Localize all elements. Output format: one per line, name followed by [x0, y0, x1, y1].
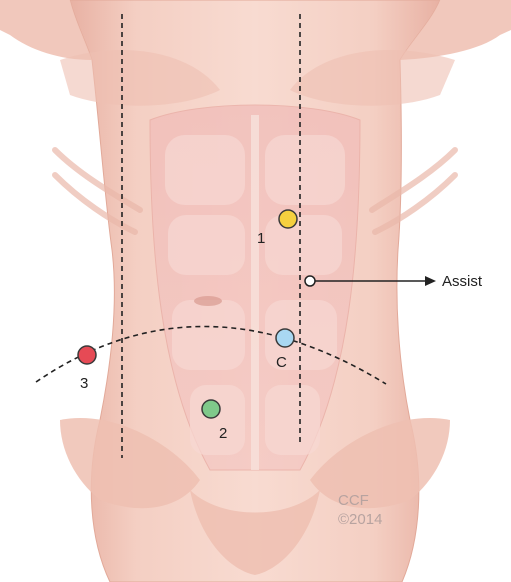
umbilicus: [194, 296, 222, 306]
port-1-marker: [279, 210, 297, 228]
assist-arrowhead: [425, 276, 436, 286]
assist-port-marker: [305, 276, 315, 286]
port-3-label: 3: [80, 375, 88, 392]
watermark-ccf: CCF: [338, 492, 369, 509]
port-3-marker: [78, 346, 96, 364]
port-1-label: 1: [257, 230, 265, 247]
port-2-marker: [202, 400, 220, 418]
port-2-label: 2: [219, 425, 227, 442]
assist-port-label: Assist: [442, 273, 483, 290]
watermark-year: ©2014: [338, 511, 382, 528]
port-c-marker: [276, 329, 294, 347]
port-c-label: C: [276, 354, 287, 371]
